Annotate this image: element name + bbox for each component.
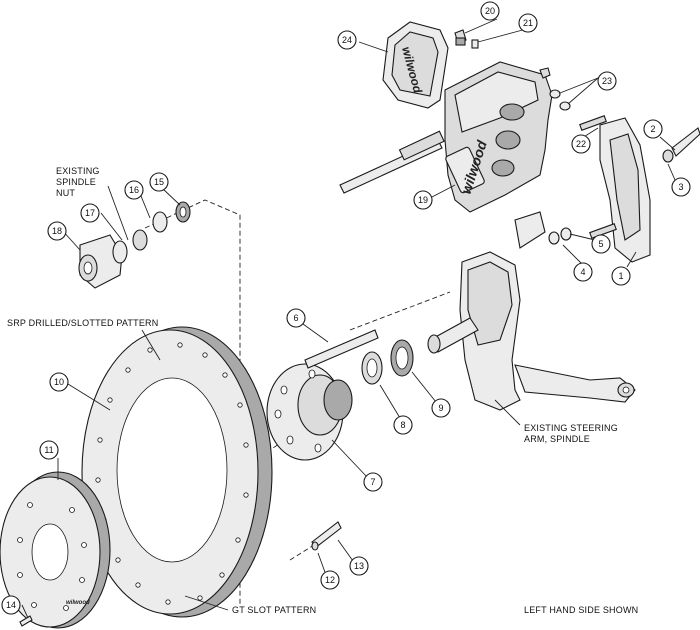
callout-22: 22 — [571, 134, 591, 154]
svg-text:1: 1 — [618, 271, 623, 281]
svg-text:22: 22 — [576, 139, 586, 149]
svg-text:17: 17 — [85, 208, 95, 218]
svg-text:EXISTING STEERING: EXISTING STEERING — [524, 423, 618, 433]
callout-5: 5 — [591, 234, 611, 254]
svg-text:18: 18 — [52, 226, 62, 236]
svg-text:20: 20 — [485, 6, 495, 16]
callout-13: 13 — [349, 556, 369, 576]
callout-24: 24 — [337, 30, 357, 50]
note-existing-steering-arm: EXISTING STEERING ARM, SPINDLE — [524, 423, 618, 444]
callout-12: 12 — [320, 570, 340, 590]
existing-spindle — [427, 211, 636, 411]
callout-19: 19 — [413, 190, 433, 210]
callout-21: 21 — [518, 13, 538, 33]
callout-14: 14 — [1, 595, 21, 615]
hat-bolts — [19, 521, 342, 627]
hat-logo: wilwood — [66, 600, 90, 606]
note-srp-pattern: SRP DRILLED/SLOTTED PATTERN — [7, 318, 158, 328]
note-existing-spindle-nut: EXISTING SPINDLE NUT — [56, 166, 100, 198]
callout-4: 4 — [573, 262, 593, 282]
svg-text:6: 6 — [293, 313, 298, 323]
callout-16: 16 — [124, 180, 144, 200]
svg-text:9: 9 — [438, 403, 443, 413]
svg-text:24: 24 — [342, 35, 352, 45]
svg-text:ARM, SPINDLE: ARM, SPINDLE — [524, 434, 590, 444]
brake-pad: wilwood — [382, 21, 449, 109]
bracket-bolt — [548, 127, 700, 245]
callout-1: 1 — [611, 266, 631, 286]
svg-text:21: 21 — [523, 18, 533, 28]
rotor-drill-holes — [95, 342, 249, 605]
hub-bearings — [361, 339, 414, 385]
callout-9: 9 — [431, 398, 451, 418]
svg-text:16: 16 — [129, 185, 139, 195]
caliper-bolt — [339, 130, 445, 194]
svg-text:2: 2 — [650, 124, 655, 134]
svg-text:14: 14 — [6, 600, 16, 610]
callout-3: 3 — [671, 177, 691, 197]
svg-text:3: 3 — [678, 182, 683, 192]
svg-text:15: 15 — [154, 177, 164, 187]
caliper-hardware — [454, 29, 571, 111]
note-gt-slot-pattern: GT SLOT PATTERN — [232, 605, 316, 615]
svg-text:4: 4 — [580, 267, 585, 277]
callout-6: 6 — [286, 308, 306, 328]
svg-text:13: 13 — [354, 561, 364, 571]
callout-23: 23 — [597, 71, 617, 91]
callout-2: 2 — [643, 119, 663, 139]
callout-7: 7 — [363, 472, 383, 492]
callout-18: 18 — [47, 221, 67, 241]
svg-text:23: 23 — [602, 76, 612, 86]
svg-text:12: 12 — [325, 575, 335, 585]
svg-text:SPINDLE: SPINDLE — [56, 177, 96, 187]
brake-rotor — [81, 326, 273, 618]
wheel-hub — [266, 329, 379, 461]
svg-text:10: 10 — [54, 377, 64, 387]
svg-text:11: 11 — [44, 445, 53, 455]
svg-text:EXISTING: EXISTING — [56, 166, 100, 176]
brake-caliper: wilwood — [444, 61, 553, 213]
note-left-hand-side: LEFT HAND SIDE SHOWN — [524, 605, 638, 615]
svg-text:19: 19 — [418, 195, 428, 205]
caliper-bracket — [579, 115, 651, 263]
svg-text:5: 5 — [598, 239, 603, 249]
callout-10: 10 — [49, 372, 69, 392]
spindle-nut-group — [78, 201, 191, 289]
callout-11: 11 — [39, 440, 59, 460]
leader-lines — [21, 18, 676, 619]
svg-text:NUT: NUT — [56, 188, 75, 198]
callout-15: 15 — [149, 172, 169, 192]
svg-text:8: 8 — [400, 420, 405, 430]
rotor-hat: wilwood — [0, 471, 111, 629]
callout-17: 17 — [80, 203, 100, 223]
callout-20: 20 — [480, 1, 500, 21]
svg-text:7: 7 — [370, 477, 375, 487]
callout-8: 8 — [393, 415, 413, 435]
